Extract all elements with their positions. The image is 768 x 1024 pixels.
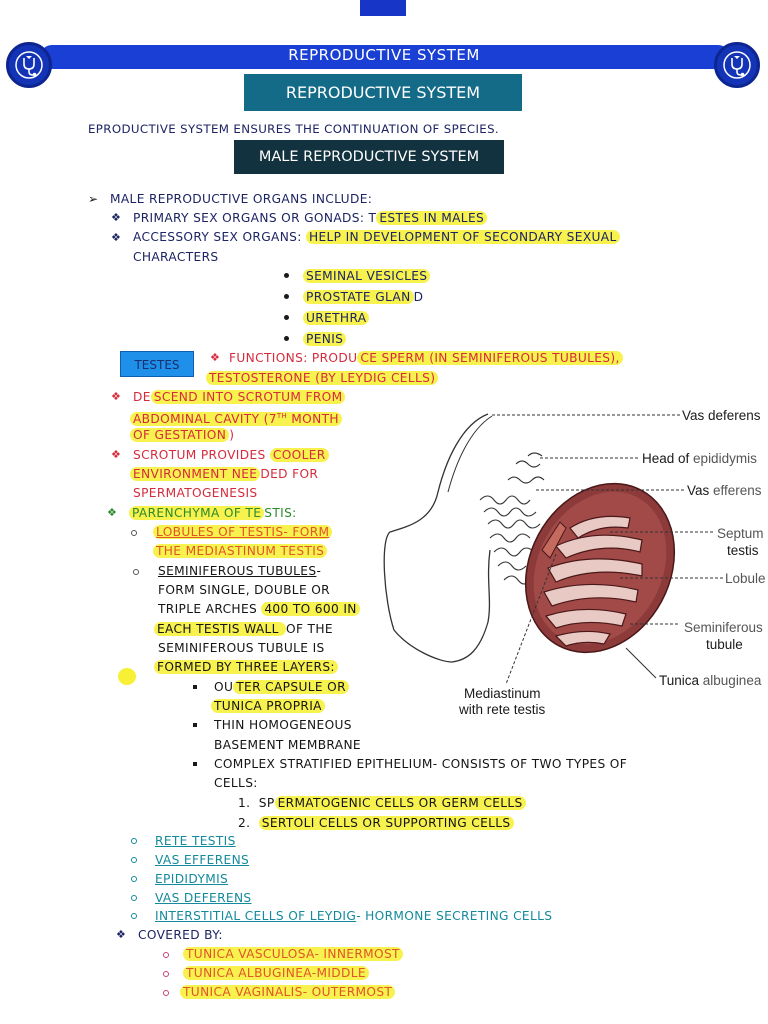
- testes-scrotum: SCROTUM PROVIDES COOLER: [133, 447, 329, 463]
- square-bullet: [193, 685, 197, 689]
- highlight-mark: [118, 668, 136, 685]
- tubules-text-cont: EACH TESTIS WALL OF THE: [154, 621, 333, 637]
- circle-bullet: [163, 990, 169, 996]
- diamond-bullet-icon: ❖: [116, 928, 126, 941]
- tubules-text-cont: FORM SINGLE, DOUBLE OR: [158, 583, 330, 597]
- vas-efferens: VAS EFFERENS: [155, 853, 250, 867]
- section-title: MALE REPRODUCTIVE SYSTEM: [234, 140, 504, 174]
- arrow-bullet-icon: ➢: [88, 192, 99, 206]
- stethoscope-icon: [714, 42, 760, 88]
- bullet-dot: [284, 273, 289, 278]
- epididymis: EPIDIDYMIS: [155, 872, 229, 886]
- covered-heading: COVERED BY:: [138, 928, 223, 942]
- cell-type-item: 2. SERTOLI CELLS OR SUPPORTING CELLS: [238, 815, 514, 831]
- circle-bullet: [131, 913, 137, 919]
- lobules-text: LOBULES OF TESTIS- FORM: [153, 524, 333, 540]
- testes-scrotum-cont: SPERMATOGENESIS: [133, 486, 258, 500]
- organs-heading: MALE REPRODUCTIVE ORGANS INCLUDE:: [110, 192, 373, 206]
- diamond-bullet-icon: ❖: [111, 448, 121, 461]
- layer-item: COMPLEX STRATIFIED EPITHELIUM- CONSISTS …: [214, 757, 628, 771]
- label-tubule: tubule: [706, 637, 743, 652]
- label-lobule: Lobule: [725, 571, 766, 586]
- covering-item: TUNICA VAGINALIS- OUTERMOST: [180, 984, 396, 1000]
- banner-bar: [40, 45, 730, 69]
- label-septum: Septum: [717, 526, 764, 541]
- testes-descend-cont: OF GESTATION): [130, 427, 234, 443]
- label-rete-testis: with rete testis: [458, 702, 546, 717]
- list-item: SEMINAL VESICLES: [303, 268, 431, 284]
- testes-descend-cont: ABDOMINAL CAVITY (7TH MONTH: [130, 408, 342, 427]
- rete-testis: RETE TESTIS: [155, 834, 236, 848]
- testis-diagram: Vas deferens Head of epididymis Vas effe…: [383, 408, 766, 717]
- bullet-dot: [284, 336, 289, 341]
- label-septum-testis: testis: [727, 543, 759, 558]
- layer-item-cont: BASEMENT MEMBRANE: [214, 738, 361, 752]
- vas-deferens-outline: [383, 413, 491, 663]
- covering-item: TUNICA VASCULOSA- INNERMOST: [183, 946, 403, 962]
- vas-deferens: VAS DEFERENS: [155, 891, 252, 905]
- circle-bullet: [131, 838, 137, 844]
- list-item: URETHRA: [303, 310, 370, 326]
- diamond-bullet-icon: ❖: [111, 231, 121, 244]
- tubules-text-cont: TRIPLE ARCHES 400 TO 600 IN: [158, 601, 360, 617]
- circle-bullet: [131, 530, 137, 536]
- label-mediastinum: Mediastinum: [464, 686, 541, 701]
- square-bullet: [193, 723, 197, 727]
- circle-bullet: [131, 857, 137, 863]
- banner-title: REPRODUCTIVE SYSTEM: [288, 46, 480, 64]
- tubules-text-cont: SEMINIFEROUS TUBULE IS: [158, 641, 325, 655]
- testes-label: TESTES: [120, 351, 194, 377]
- stethoscope-icon: [6, 42, 52, 88]
- bullet-dot: [284, 294, 289, 299]
- lobules: [543, 515, 643, 647]
- label-seminiferous: Seminiferous: [684, 620, 763, 635]
- label-vas-deferens: Vas deferens: [682, 408, 761, 423]
- covering-item: TUNICA ALBUGINEA-MIDDLE: [183, 965, 369, 981]
- label-vas-efferens: Vas efferens: [687, 483, 762, 498]
- circle-bullet: [131, 895, 137, 901]
- circle-bullet: [133, 569, 139, 575]
- layer-item: THIN HOMOGENEOUS: [214, 718, 352, 732]
- accessory-organs-cont: CHARACTERS: [133, 250, 219, 264]
- square-bullet: [193, 762, 197, 766]
- tubules-text: SEMINIFEROUS TUBULES-: [158, 564, 322, 578]
- diamond-bullet-icon: ❖: [111, 211, 121, 224]
- tubules-text-cont: FORMED BY THREE LAYERS:: [154, 659, 338, 675]
- circle-bullet: [163, 971, 169, 977]
- top-tab: [360, 0, 406, 16]
- circle-bullet: [131, 876, 137, 882]
- label-head-epididymis: Head of epididymis: [642, 451, 757, 466]
- layer-item-cont: CELLS:: [214, 776, 258, 790]
- intro-text: EPRODUCTIVE SYSTEM ENSURES THE CONTINUAT…: [88, 122, 500, 136]
- label-tunica: Tunica albuginea: [659, 673, 762, 688]
- page-title: REPRODUCTIVE SYSTEM: [244, 74, 522, 111]
- layer-item-cont: TUNICA PROPRIA: [211, 698, 325, 714]
- diamond-bullet-icon: ❖: [210, 351, 220, 364]
- list-item: PENIS: [303, 331, 347, 347]
- circle-bullet: [163, 952, 169, 958]
- lobules-text-cont: THE MEDIASTINUM TESTIS: [153, 543, 328, 559]
- diamond-bullet-icon: ❖: [107, 506, 117, 519]
- leydig-cells: INTERSTITIAL CELLS OF LEYDIG- HORMONE SE…: [155, 909, 553, 923]
- accessory-organs: ACCESSORY SEX ORGANS: HELP IN DEVELOPMEN…: [133, 229, 620, 245]
- testes-functions-cont: TESTOSTERONE (BY LEYDIG CELLS): [206, 370, 439, 386]
- bullet-dot: [284, 315, 289, 320]
- diamond-bullet-icon: ❖: [111, 390, 121, 403]
